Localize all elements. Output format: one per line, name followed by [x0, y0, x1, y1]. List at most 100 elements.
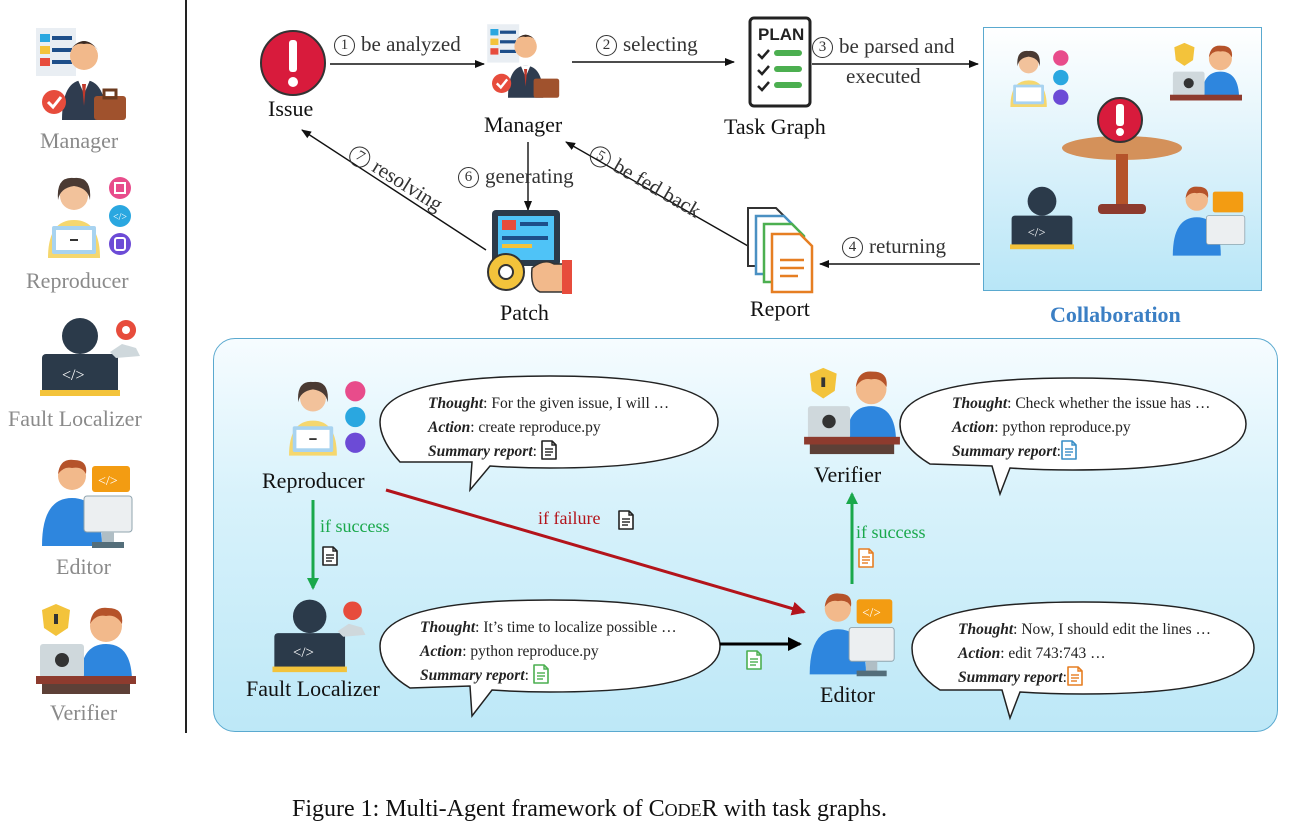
thought-text: : Now, I should edit the lines …	[1013, 621, 1212, 638]
report-icon	[747, 207, 814, 294]
summary-label: Summary report	[428, 443, 533, 460]
verifier-label: Verifier	[814, 462, 882, 487]
report-label: Report	[750, 296, 810, 321]
svg-text:</>: </>	[1028, 225, 1046, 239]
edge-3-number: 3	[812, 37, 833, 58]
figure-caption: Figure 1: Multi-Agent framework of CODER…	[292, 796, 887, 823]
action-text: : python reproduce.py	[462, 643, 599, 660]
manager-label: Manager	[484, 112, 563, 137]
edge-1-text: be analyzed	[361, 32, 461, 56]
summary-text: :	[1062, 669, 1067, 686]
thought-text: : It’s time to localize possible …	[475, 619, 677, 636]
summary-text: :	[524, 667, 529, 684]
editor-agent-icon: </>	[809, 593, 895, 677]
edge-6-text: generating	[485, 164, 574, 188]
action-label: Action	[420, 643, 463, 660]
thought-text: : Check whether the issue has …	[1007, 395, 1211, 412]
edge-4-text: returning	[869, 234, 946, 258]
thought-text: : For the given issue, I will …	[483, 395, 670, 412]
manager-icon	[36, 28, 126, 120]
summary-label: Summary report	[952, 443, 1057, 460]
edge-3-text: be parsed and	[839, 34, 955, 58]
document-icon	[322, 546, 338, 566]
caption-suffix: with task graphs.	[717, 796, 887, 822]
editor-summary-line: Summary report:	[958, 666, 1211, 690]
arrow-patch-to-issue	[301, 129, 487, 251]
summary-label: Summary report	[958, 669, 1063, 686]
patch-icon	[487, 210, 572, 294]
summary-label: Summary report	[420, 667, 525, 684]
document-icon	[618, 510, 634, 530]
editor-bubble	[911, 601, 1255, 721]
patch-label: Patch	[500, 300, 549, 325]
edge-2-text: selecting	[623, 32, 698, 56]
edge-6-number: 6	[458, 167, 479, 188]
reproducer-label: Reproducer	[262, 468, 365, 493]
verifier-bubble-text: Thought: Check whether the issue has … A…	[952, 392, 1210, 464]
document-icon	[858, 548, 874, 568]
caption-prefix: Figure 1: Multi-Agent framework of C	[292, 796, 665, 822]
thought-label: Thought	[420, 619, 476, 636]
legend-manager-label: Manager	[40, 128, 119, 153]
summary-text: :	[1056, 443, 1061, 460]
document-icon	[746, 650, 762, 670]
collaboration-scene: </>	[1010, 42, 1246, 256]
reproducer-agent-icon	[289, 381, 366, 456]
verifier-summary-line: Summary report:	[952, 440, 1210, 464]
editor-icon: </>	[42, 459, 133, 548]
summary-text: :	[532, 443, 537, 460]
issue-label: Issue	[268, 96, 314, 121]
arrow-reproducer-to-editor-failure	[385, 488, 806, 616]
fault-localizer-bubble-text: Thought: It’s time to localize possible …	[420, 616, 677, 688]
edge-6-label: 6 generating	[458, 164, 574, 189]
edge-1-label: 1 be analyzed	[334, 32, 461, 57]
reproducer-thought-line: Thought: For the given issue, I will …	[428, 392, 669, 416]
reproducer-bubble-text: Thought: For the given issue, I will … A…	[428, 392, 669, 464]
fault-localizer-action-line: Action: python reproduce.py	[420, 640, 677, 664]
thought-label: Thought	[958, 621, 1014, 638]
edge-4-label: 4 returning	[842, 234, 946, 259]
if-failure-label: if failure	[538, 508, 601, 528]
fault-localizer-thought-line: Thought: It’s time to localize possible …	[420, 616, 677, 640]
if-success-label-2: if success	[856, 522, 926, 542]
legend-divider	[185, 0, 187, 733]
legend-fault-localizer-label: Fault Localizer	[8, 406, 142, 431]
thought-label: Thought	[952, 395, 1008, 412]
svg-text:</>: </>	[113, 212, 127, 223]
legend-editor-label: Editor	[56, 554, 111, 579]
edge-3-label: 3 be parsed and	[812, 34, 954, 59]
issue-icon	[260, 30, 326, 96]
task-graph-icon: PLAN	[748, 16, 812, 108]
svg-text:</>: </>	[62, 367, 85, 384]
task-graph-label: Task Graph	[724, 114, 826, 139]
edge-1-number: 1	[334, 35, 355, 56]
action-label: Action	[428, 419, 471, 436]
caption-small-caps: ODE	[664, 800, 702, 820]
reproducer-icon: </>	[48, 177, 131, 258]
reproducer-bubble	[379, 375, 719, 493]
legend-reproducer-label: Reproducer	[26, 268, 129, 293]
editor-thought-line: Thought: Now, I should edit the lines …	[958, 618, 1211, 642]
svg-text:</>: </>	[862, 605, 880, 620]
verifier-icon	[36, 604, 136, 694]
editor-label: Editor	[820, 682, 875, 707]
edge-2-label: 2 selecting	[596, 32, 698, 57]
editor-bubble-text: Thought: Now, I should edit the lines … …	[958, 618, 1211, 690]
svg-text:</>: </>	[98, 474, 118, 489]
verifier-agent-icon	[804, 367, 900, 455]
edge-3-text-line2: executed	[846, 64, 921, 88]
edge-4-number: 4	[842, 237, 863, 258]
reproducer-action-line: Action: create reproduce.py	[428, 416, 669, 440]
edge-2-number: 2	[596, 35, 617, 56]
legend-verifier-label: Verifier	[50, 700, 118, 725]
verifier-thought-line: Thought: Check whether the issue has …	[952, 392, 1210, 416]
action-label: Action	[958, 645, 1001, 662]
fault-localizer-summary-line: Summary report:	[420, 664, 677, 688]
action-text: : edit 743:743 …	[1000, 645, 1106, 662]
svg-text:</>: </>	[293, 645, 314, 661]
fault-localizer-agent-icon: </>	[272, 599, 366, 673]
thought-label: Thought	[428, 395, 484, 412]
